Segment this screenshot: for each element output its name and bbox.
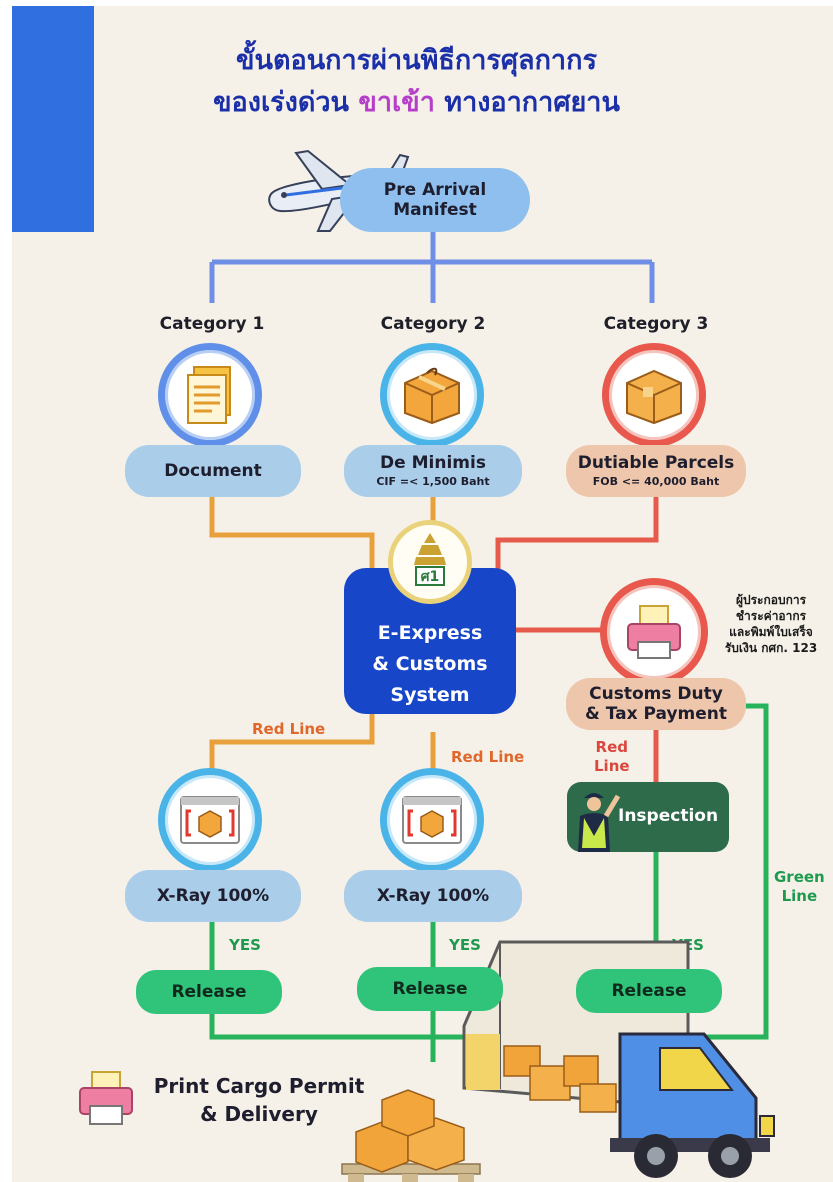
title-highlight: ขาเข้า	[358, 87, 435, 118]
thai-customs-emblem-icon: ศ1	[414, 533, 446, 586]
title-line-2-suffix: ทางอากาศยาน	[434, 87, 620, 118]
parcel-circle-cat3	[602, 343, 706, 447]
release-pill-3: Release	[576, 969, 722, 1013]
pre-arrival-line-1: Pre Arrival	[383, 180, 487, 200]
pre-arrival-line-2: Manifest	[393, 200, 477, 220]
document-icon-circle	[158, 343, 262, 447]
de-minimis-pill: De Minimis CIF =< 1,500 Baht	[344, 445, 522, 497]
payment-printer-circle	[600, 578, 708, 686]
parcel-box-icon	[404, 367, 460, 425]
parcel-box-icon	[626, 369, 682, 425]
red-line-3-line-2: Line	[594, 757, 630, 775]
dutiable-parcels-pill: Dutiable Parcels FOB <= 40,000 Baht	[566, 445, 746, 497]
payment-note-line-4: รับเงิน กศก. 123	[724, 641, 818, 655]
print-cargo-permit-label: Print Cargo Permit & Delivery	[150, 1072, 368, 1128]
release-label-2: Release	[392, 979, 468, 999]
final-line-1: Print Cargo Permit	[153, 1074, 365, 1098]
title-line-2-prefix: ของเร่งด่วน	[213, 87, 359, 118]
customs-duty-payment-pill: Customs Duty & Tax Payment	[566, 678, 746, 730]
corner-accent-block	[12, 6, 94, 232]
payment-note-line-3: และพิมพ์ใบเสร็จ	[729, 625, 813, 639]
de-minimis-sub: CIF =< 1,500 Baht	[376, 475, 490, 488]
green-line-line-1: Green	[774, 868, 825, 886]
printer-icon	[79, 1071, 133, 1125]
release-pill-2: Release	[357, 967, 503, 1011]
system-line-1: E-Express	[377, 622, 483, 644]
category-2-heading: Category 2	[380, 314, 486, 334]
xray-scanner-icon	[180, 796, 240, 844]
de-minimis-label: De Minimis	[380, 453, 486, 473]
xray-circle-1	[158, 768, 262, 872]
dutiable-parcels-label: Dutiable Parcels	[577, 453, 735, 473]
parcel-circle-cat2	[380, 343, 484, 447]
release-label-3: Release	[611, 981, 687, 1001]
green-line-label: Green Line	[774, 868, 825, 906]
dutiable-parcels-sub: FOB <= 40,000 Baht	[592, 475, 720, 488]
xray-circle-2	[380, 768, 484, 872]
red-line-label-2: Red Line	[451, 748, 525, 766]
red-line-label-1: Red Line	[252, 720, 326, 738]
category-3-heading: Category 3	[603, 314, 709, 334]
green-line-line-2: Line	[781, 887, 818, 905]
printer-icon	[627, 605, 681, 659]
document-icon	[187, 366, 231, 424]
xray-label-2: X-Ray 100%	[376, 886, 490, 906]
red-line-3-line-1: Red	[595, 738, 629, 756]
final-line-2: & Delivery	[200, 1102, 318, 1126]
payment-note-line-2: ชำระค่าอากร	[735, 609, 807, 623]
payment-line-1: Customs Duty	[589, 684, 723, 704]
category-1-heading: Category 1	[159, 314, 265, 334]
payment-note: ผู้ประกอบการ ชำระค่าอากร และพิมพ์ใบเสร็จ…	[712, 592, 830, 656]
yes-label-1: YES	[229, 936, 261, 954]
svg-text:ศ1: ศ1	[421, 569, 440, 585]
document-pill: Document	[125, 445, 301, 497]
customs-officer-icon	[578, 793, 621, 852]
pre-arrival-manifest-pill: Pre Arrival Manifest	[340, 168, 530, 232]
release-label-1: Release	[171, 982, 247, 1002]
payment-line-2: & Tax Payment	[584, 704, 727, 724]
payment-note-line-1: ผู้ประกอบการ	[735, 593, 807, 607]
e-express-system-text: E-Express & Customs System	[344, 618, 516, 711]
release-pill-1: Release	[136, 970, 282, 1014]
title-line-2: ของเร่งด่วน ขาเข้า ทางอากาศยาน	[0, 86, 833, 120]
customs-emblem-circle: ศ1	[388, 520, 472, 604]
system-line-2: & Customs	[372, 653, 488, 675]
document-label: Document	[164, 461, 262, 481]
title-line-1: ขั้นตอนการผ่านพิธีการศุลกากร	[236, 45, 597, 76]
inspection-label: Inspection	[618, 806, 719, 826]
xray-scanner-icon	[402, 796, 462, 844]
box-pallet-icon	[341, 1089, 481, 1182]
xray-label-1: X-Ray 100%	[156, 886, 270, 906]
yes-label-2: YES	[449, 936, 481, 954]
system-line-3: System	[390, 684, 470, 706]
xray-pill-2: X-Ray 100%	[344, 870, 522, 922]
xray-pill-1: X-Ray 100%	[125, 870, 301, 922]
red-line-label-3: Red Line	[594, 738, 630, 776]
